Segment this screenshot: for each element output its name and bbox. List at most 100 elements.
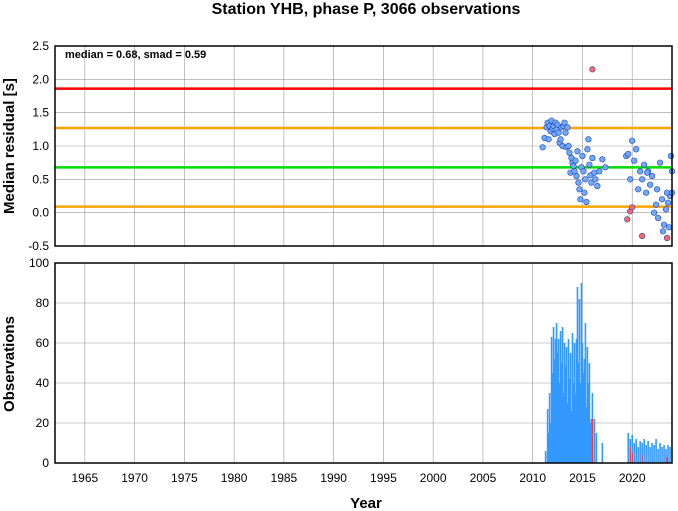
observation-bar bbox=[560, 363, 563, 463]
outlier-residual-point bbox=[663, 234, 671, 242]
residual-point bbox=[639, 176, 646, 183]
residual-point bbox=[583, 198, 590, 206]
residual-point bbox=[635, 186, 642, 193]
residual-point bbox=[566, 149, 573, 156]
outlier-observation-bar bbox=[666, 457, 668, 463]
x-tick-label: 1970 bbox=[121, 471, 148, 485]
observation-bar bbox=[572, 383, 575, 463]
residual-point bbox=[667, 152, 675, 160]
observation-bar bbox=[567, 339, 570, 463]
residual-point bbox=[633, 146, 640, 153]
residual-point bbox=[575, 179, 582, 186]
outlier-observation-bar bbox=[629, 447, 631, 463]
residual-point bbox=[580, 168, 587, 175]
top-panel-frame bbox=[54, 45, 673, 247]
top-y-tick-label: 0.0 bbox=[32, 206, 49, 220]
observation-bar bbox=[635, 439, 637, 463]
top-y-ticks: -0.50.00.51.01.52.02.5 bbox=[28, 39, 49, 253]
observation-bar bbox=[548, 393, 551, 463]
observation-bar bbox=[549, 423, 552, 463]
x-tick-label: 1965 bbox=[72, 471, 99, 485]
observation-bar bbox=[571, 333, 574, 463]
observation-bar bbox=[593, 419, 596, 463]
residual-point bbox=[662, 206, 670, 213]
residual-point bbox=[664, 199, 672, 206]
residual-point bbox=[573, 172, 580, 180]
observation-bar bbox=[564, 367, 567, 463]
bottom-y-tick-label: 100 bbox=[29, 256, 49, 270]
observation-bar bbox=[578, 299, 581, 463]
residual-point bbox=[658, 196, 666, 203]
residual-point bbox=[588, 179, 595, 186]
observation-bar bbox=[581, 343, 584, 463]
observation-bar bbox=[558, 383, 561, 463]
observation-bar bbox=[557, 339, 560, 463]
residual-point bbox=[596, 168, 603, 175]
residual-point bbox=[643, 189, 650, 196]
residual-point bbox=[585, 136, 592, 143]
observation-bar bbox=[653, 445, 655, 463]
observation-bar bbox=[574, 393, 577, 463]
residual-point bbox=[539, 144, 546, 151]
residual-point bbox=[574, 148, 581, 155]
observation-bar bbox=[544, 451, 547, 463]
observation-bar bbox=[647, 441, 649, 463]
x-tick-label: 1980 bbox=[221, 471, 248, 485]
observation-bar bbox=[641, 443, 643, 463]
observation-bar bbox=[637, 447, 639, 463]
x-tick-label: 1975 bbox=[171, 471, 198, 485]
x-tick-label: 1995 bbox=[370, 471, 397, 485]
residual-point bbox=[641, 161, 648, 168]
residual-point bbox=[557, 136, 564, 143]
bottom-y-axis-label: Observations bbox=[1, 316, 18, 412]
observation-bar bbox=[553, 359, 556, 463]
residual-point bbox=[629, 137, 636, 144]
residual-point bbox=[562, 129, 569, 136]
observation-bar bbox=[665, 449, 667, 463]
observation-bar bbox=[601, 443, 604, 463]
x-tick-label: 2005 bbox=[470, 471, 497, 485]
chart-title: Station YHB, phase P, 3066 observations bbox=[212, 1, 521, 18]
residual-point bbox=[637, 168, 644, 175]
observation-bar bbox=[584, 323, 587, 463]
observation-bar bbox=[655, 439, 657, 463]
observation-bar bbox=[547, 433, 550, 463]
bottom-panel-bars bbox=[544, 283, 671, 463]
observation-bar bbox=[566, 403, 569, 463]
top-y-axis-label: Median residual [s] bbox=[1, 78, 18, 214]
observation-bar bbox=[568, 379, 571, 463]
observation-bar bbox=[546, 409, 549, 463]
residual-point bbox=[659, 228, 667, 235]
bottom-panel-frame bbox=[54, 262, 673, 464]
x-tick-label: 2020 bbox=[619, 471, 646, 485]
observation-bar bbox=[562, 393, 565, 463]
observation-bar bbox=[580, 283, 583, 463]
observation-bar bbox=[555, 323, 558, 463]
residual-point bbox=[594, 182, 601, 190]
observation-bar bbox=[589, 423, 592, 463]
observation-bar bbox=[570, 411, 573, 463]
residual-point bbox=[647, 181, 654, 188]
observation-bar bbox=[550, 337, 553, 463]
observation-bar bbox=[561, 327, 564, 463]
outlier-observation-bar bbox=[641, 455, 643, 463]
top-y-tick-label: 1.0 bbox=[32, 139, 49, 153]
bottom-y-tick-label: 0 bbox=[42, 456, 49, 470]
observation-bar bbox=[661, 447, 663, 463]
observation-bar bbox=[554, 339, 557, 463]
residual-point bbox=[579, 152, 586, 160]
observation-bar bbox=[585, 407, 588, 463]
bottom-y-tick-label: 60 bbox=[36, 336, 50, 350]
x-tick-label: 2015 bbox=[569, 471, 596, 485]
top-y-tick-label: 0.5 bbox=[32, 172, 49, 186]
observation-bar bbox=[577, 363, 580, 463]
residual-point bbox=[545, 136, 552, 143]
residual-point bbox=[656, 159, 664, 166]
observation-bar bbox=[657, 449, 659, 463]
residual-point bbox=[627, 176, 634, 183]
x-axis-label: Year bbox=[350, 495, 382, 511]
x-tick-label: 1990 bbox=[320, 471, 347, 485]
observation-bar bbox=[587, 383, 590, 463]
observation-bar bbox=[552, 327, 555, 463]
